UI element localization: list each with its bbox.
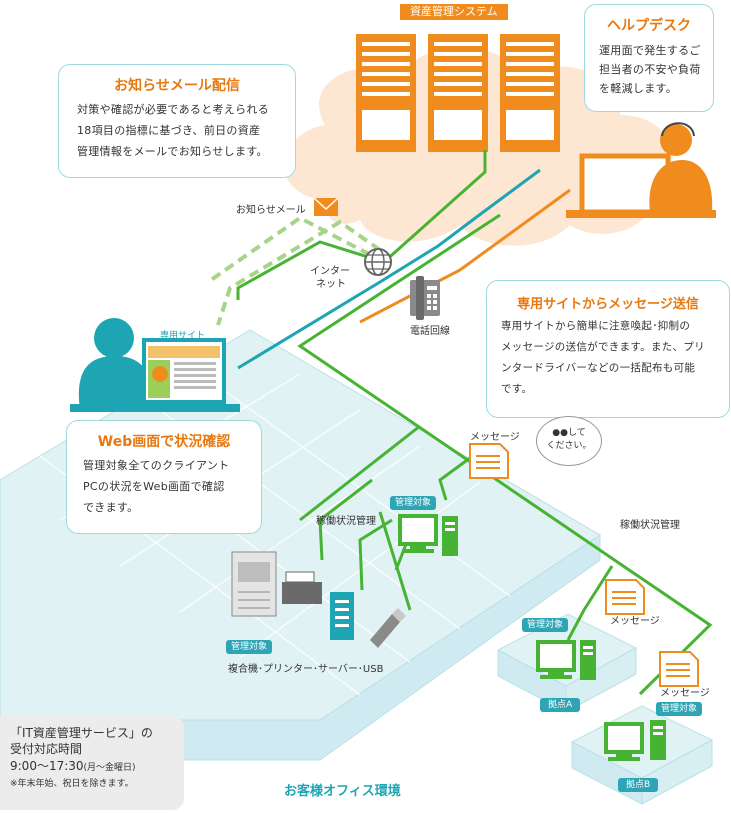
helpdesk-line-2: 担当者の不安や負荷 xyxy=(599,63,701,76)
helpdesk-line xyxy=(359,188,571,324)
dedicated-site-label: 専用サイト xyxy=(160,331,206,341)
dedicated-message-line-3: ンタードライバーなどの一括配布も可能 xyxy=(501,362,696,374)
globe-icon xyxy=(364,248,392,276)
managed-pc-icon-1 xyxy=(398,514,458,556)
managed-tag-3: 管理対象 xyxy=(522,618,569,632)
operation-label-1: 稼働状況管理 xyxy=(316,516,376,527)
managed-tag-2: 管理対象 xyxy=(226,640,273,654)
helpdesk-title: ヘルプデスク xyxy=(607,18,691,34)
printer-icon xyxy=(282,571,322,604)
server-icon xyxy=(330,592,354,640)
message-doc-icon-3 xyxy=(659,651,699,687)
dedicated-message-callout: 専用サイトからメッセージ送信 専用サイトから簡単に注意喚起･抑制の メッセージの… xyxy=(486,280,730,418)
web-status-line-3: できます。 xyxy=(83,501,139,514)
hours-line-2: 受付対応時間 xyxy=(10,742,83,756)
mail-notice-line-3: 管理情報をメールでお知らせします。 xyxy=(77,145,268,158)
phone-line xyxy=(237,168,541,370)
dedicated-message-line-1: 専用サイトから簡単に注意喚起･抑制の xyxy=(501,320,691,332)
server-rack-3 xyxy=(500,34,560,152)
web-status-line-2: PCの状況をWeb画面で確認 xyxy=(83,480,225,493)
notice-mail-label: お知らせメール xyxy=(236,205,306,216)
dedicated-message-line-2: メッセージの送信ができます。また、プリ xyxy=(501,341,705,353)
operation-label-2: 稼働状況管理 xyxy=(620,520,680,531)
dedicated-message-line-4: です。 xyxy=(501,383,533,395)
mail-notice-line-1: 対策や確認が必要であると考えられる xyxy=(77,103,269,116)
bubble-line-2: ください。 xyxy=(546,441,592,451)
office-environment-label: お客様オフィス環境 xyxy=(284,784,401,799)
mail-notice-line-2: 18項目の指標に基づき、前日の資産 xyxy=(77,124,261,137)
server-rack-1 xyxy=(356,34,416,152)
managed-pc-icon-2 xyxy=(536,640,596,680)
web-status-line-1: 管理対象全てのクライアント xyxy=(83,459,230,472)
mail-envelope-icon xyxy=(313,197,339,216)
web-status-title: Web画面で状況確認 xyxy=(97,434,231,450)
system-label: 資産管理システム xyxy=(400,4,508,20)
web-status-callout: Web画面で状況確認 管理対象全てのクライアント PCの状況をWeb画面で確認 … xyxy=(66,420,262,534)
message-doc-icon-2 xyxy=(605,579,645,615)
helpdesk-line-1: 運用面で発生するご xyxy=(599,44,701,57)
hours-line-1: 「IT資産管理サービス」の xyxy=(10,726,153,740)
hours-note: ※年末年始、祝日を除きます。 xyxy=(10,779,134,789)
helpdesk-operator xyxy=(566,122,716,218)
phone-icon xyxy=(410,276,440,320)
usb-icon xyxy=(370,608,406,648)
mail-notice-title: お知らせメール配信 xyxy=(114,78,240,94)
managed-tag-4: 管理対象 xyxy=(656,702,703,716)
internet-label-1: インター xyxy=(310,266,350,277)
server-rack-2 xyxy=(428,34,488,152)
internet-label-2: ネット xyxy=(316,279,346,290)
message-label-1: メッセージ xyxy=(470,432,520,443)
mail-dashed-line xyxy=(206,215,385,326)
phone-line-label: 電話回線 xyxy=(410,326,450,337)
hours-days: (月～金曜日) xyxy=(83,763,136,773)
helpdesk-callout: ヘルプデスク 運用面で発生するご 担当者の不安や負荷 を軽減します。 xyxy=(584,4,714,112)
dedicated-message-title: 専用サイトからメッセージ送信 xyxy=(517,297,699,312)
managed-pc-icon-3 xyxy=(604,720,666,761)
message-label-3: メッセージ xyxy=(660,688,710,699)
mail-notice-callout: お知らせメール配信 対策や確認が必要であると考えられる 18項目の指標に基づき、… xyxy=(58,64,296,178)
message-label-2: メッセージ xyxy=(610,616,660,627)
hours-time: 9:00～17:30 xyxy=(10,759,84,773)
web-user-silhouette xyxy=(70,318,240,412)
reception-hours-box: 「IT資産管理サービス」の 受付対応時間 9:00～17:30(月～金曜日) ※… xyxy=(0,716,184,810)
helpdesk-line-3: を軽減します。 xyxy=(599,82,677,95)
branch-a-tag: 拠点A xyxy=(540,698,581,712)
bubble-line-1: ●●して xyxy=(552,428,586,438)
multifunction-printer-icon xyxy=(231,551,277,617)
branch-b-tag: 拠点B xyxy=(618,778,659,792)
devices-label: 複合機･プリンター･サーバー･USB xyxy=(228,664,384,675)
message-doc-icon-1 xyxy=(469,443,509,479)
message-speech-bubble: ●●して ください。 xyxy=(536,416,602,466)
managed-tag-1: 管理対象 xyxy=(390,496,437,510)
